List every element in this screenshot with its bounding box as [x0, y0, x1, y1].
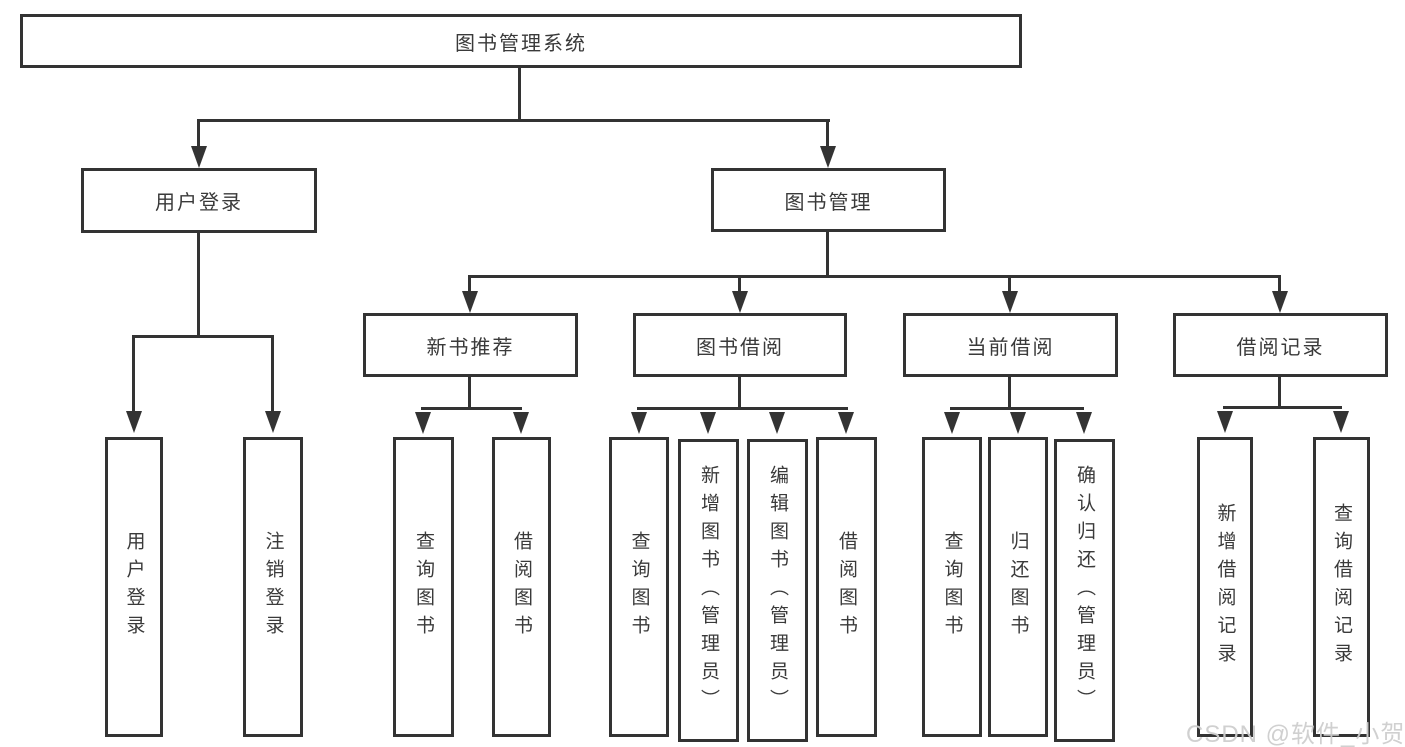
- leaf-records-query-record: 查询借阅记录: [1313, 437, 1370, 737]
- connector-current-hline: [950, 407, 1084, 410]
- node-new-book-recommendation: 新书推荐: [363, 313, 578, 377]
- leaf-borrow-borrow-books: 借阅图书: [816, 437, 877, 737]
- arrowhead-to-borrow-records: [1272, 291, 1288, 313]
- connector-shaft-book-management: [826, 119, 829, 149]
- connector-records-hline: [1223, 406, 1342, 409]
- arrowhead-to-book-borrow: [732, 291, 748, 313]
- node-borrowing-records: 借阅记录: [1173, 313, 1388, 377]
- leaf-current-return-books: 归还图书: [988, 437, 1048, 737]
- leaf-newrec-borrow-books: 借阅图书: [492, 437, 551, 737]
- connector-shaft-book-borrow: [738, 278, 741, 294]
- node-book-borrowing: 图书借阅: [633, 313, 847, 377]
- arrowhead-borrow-add: [700, 412, 716, 434]
- node-library-system-root: 图书管理系统: [20, 14, 1022, 68]
- connector-book-borrow-vline: [738, 377, 741, 407]
- connector-current-vline: [1008, 377, 1011, 407]
- connector-new-book-vline: [468, 376, 471, 407]
- connector-user-login-vline: [197, 233, 200, 335]
- connector-level3-hline: [468, 275, 1281, 278]
- arrowhead-to-logout-leaf: [265, 411, 281, 433]
- leaf-user-login: 用户登录: [105, 437, 163, 737]
- connector-shaft-user-login: [197, 119, 200, 149]
- node-current-borrowing: 当前借阅: [903, 313, 1118, 377]
- leaf-borrow-query-books: 查询图书: [609, 437, 669, 737]
- node-book-management: 图书管理: [711, 168, 946, 232]
- connector-root-vline: [518, 68, 521, 119]
- connector-shaft-login-leaf: [132, 338, 135, 412]
- csdn-watermark: CSDN @软件_小贺同学: [1186, 721, 1405, 747]
- arrowhead-to-user-login: [191, 146, 207, 168]
- leaf-borrow-add-books-admin: 新增图书（管理员）: [678, 439, 739, 742]
- arrowhead-current-return: [1010, 412, 1026, 434]
- leaf-current-confirm-return-admin: 确认归还（管理员）: [1054, 439, 1115, 742]
- connector-book-borrow-hline: [637, 407, 848, 410]
- arrowhead-to-login-leaf: [126, 411, 142, 433]
- connector-shaft-new-book: [468, 278, 471, 294]
- arrowhead-current-query: [944, 412, 960, 434]
- connector-book-mgmt-vline: [826, 232, 829, 276]
- connector-records-vline: [1278, 377, 1281, 406]
- arrowhead-borrow-edit: [769, 412, 785, 434]
- arrowhead-borrow-query: [631, 412, 647, 434]
- leaf-newrec-query-books: 查询图书: [393, 437, 454, 737]
- connector-new-book-hline: [421, 407, 522, 410]
- arrowhead-to-new-book: [462, 291, 478, 313]
- leaf-records-add-record: 新增借阅记录: [1197, 437, 1253, 737]
- arrowhead-records-query: [1333, 411, 1349, 433]
- arrowhead-records-add: [1217, 411, 1233, 433]
- leaf-logout: 注销登录: [243, 437, 303, 737]
- arrowhead-newrec-borrow: [513, 412, 529, 434]
- arrowhead-to-current-borrow: [1002, 291, 1018, 313]
- arrowhead-current-confirm: [1076, 412, 1092, 434]
- connector-shaft-borrow-records: [1278, 278, 1281, 294]
- connector-shaft-logout-leaf: [271, 338, 274, 412]
- arrowhead-borrow-borrow: [838, 412, 854, 434]
- connector-root-hline: [197, 119, 830, 122]
- leaf-borrow-edit-books-admin: 编辑图书（管理员）: [747, 439, 808, 742]
- connector-shaft-current-borrow: [1008, 278, 1011, 294]
- node-user-login: 用户登录: [81, 168, 317, 233]
- arrowhead-newrec-query: [415, 412, 431, 434]
- leaf-current-query-books: 查询图书: [922, 437, 982, 737]
- connector-user-login-hline: [132, 335, 274, 338]
- arrowhead-to-book-management: [820, 146, 836, 168]
